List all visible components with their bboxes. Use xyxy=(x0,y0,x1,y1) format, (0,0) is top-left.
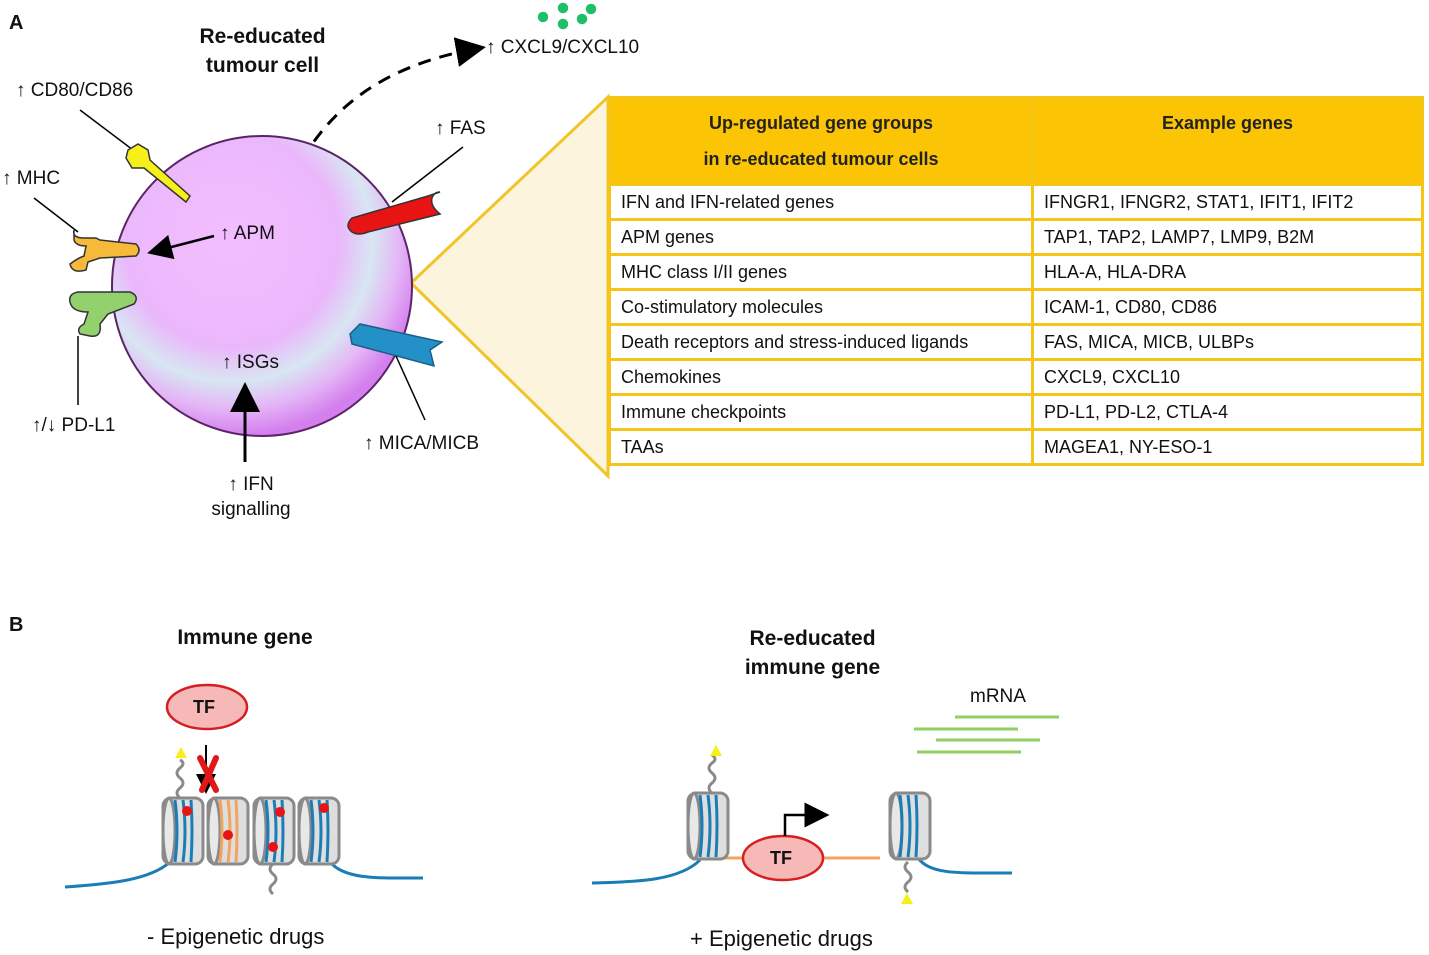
chemokine-dots xyxy=(536,1,598,31)
tf-label-right: TF xyxy=(770,848,792,868)
cell-genes: HLA-A, HLA-DRA xyxy=(1031,253,1424,291)
histone-tail xyxy=(268,862,278,896)
cell-genes: TAP1, TAP2, LAMP7, LMP9, B2M xyxy=(1031,218,1424,256)
panel-b-letter: B xyxy=(9,614,24,636)
tf-blob-right xyxy=(741,834,825,882)
cell-group: IFN and IFN-related genes xyxy=(608,183,1034,221)
block-x-icon xyxy=(197,755,219,793)
cell-group: Immune checkpoints xyxy=(608,393,1034,431)
tf-blob-left xyxy=(165,683,249,731)
cell-genes: MAGEA1, NY-ESO-1 xyxy=(1031,428,1424,466)
chemokine-dot xyxy=(536,10,550,24)
cell-group: Co-stimulatory molecules xyxy=(608,288,1034,326)
label-ifn-line2: signalling xyxy=(211,499,291,520)
histone-tail xyxy=(903,860,913,894)
cell-nucleus xyxy=(142,162,322,338)
label-isgs: ↑ ISGs xyxy=(222,352,280,373)
cell-title-line1: Re-educated xyxy=(199,25,326,48)
pdl1-receptor-icon xyxy=(68,291,137,337)
label-apm: ↑ APM xyxy=(220,223,275,244)
dna-strand-left xyxy=(64,860,172,889)
cell-title: Re-educated tumour cell xyxy=(160,22,365,80)
transcription-start-arrow xyxy=(783,802,830,836)
methyl-mark xyxy=(275,807,285,817)
nucleosome-open xyxy=(206,796,250,866)
dna-strand-right xyxy=(916,857,1013,875)
table-row: Death receptors and stress-induced ligan… xyxy=(608,323,1424,361)
cell-title-line2: tumour cell xyxy=(205,54,320,77)
nucleosome xyxy=(252,796,296,866)
label-cd80-cd86: ↑ CD80/CD86 xyxy=(16,80,134,101)
chemokine-dot xyxy=(584,2,598,16)
methyl-mark xyxy=(182,806,192,816)
label-pdl1: ↑/↓ PD-L1 xyxy=(32,415,116,436)
immune-gene-title: Immune gene xyxy=(177,626,313,649)
cell-group: Death receptors and stress-induced ligan… xyxy=(608,323,1034,361)
cell-group: APM genes xyxy=(608,218,1034,256)
label-ifn-line1: ↑ IFN xyxy=(228,474,274,495)
cell-genes: PD-L1, PD-L2, CTLA-4 xyxy=(1031,393,1424,431)
chemokine-dot xyxy=(575,12,589,26)
reeducated-title-line1: Re-educated xyxy=(749,627,876,650)
dna-strand-left xyxy=(591,858,702,885)
gene-groups-table: Up-regulated gene groups in re-educated … xyxy=(608,96,1424,466)
chemokine-dot xyxy=(556,1,570,15)
mrna-strands xyxy=(914,715,1059,754)
mhc-receptor-icon xyxy=(69,229,140,272)
cell-group: Chemokines xyxy=(608,358,1034,396)
label-fas: ↑ FAS xyxy=(435,118,486,139)
tf-label-left: TF xyxy=(193,697,215,717)
label-mhc: ↑ MHC xyxy=(2,168,61,189)
secretion-arrow xyxy=(300,37,486,161)
reeducated-gene-title: Re-educated immune gene xyxy=(700,624,925,682)
acetyl-mark xyxy=(901,893,913,904)
table-header-example-genes: Example genes xyxy=(1031,96,1424,186)
nucleosome xyxy=(161,796,205,866)
mica-micb-receptor-icon xyxy=(349,323,444,368)
reeducated-title-line2: immune gene xyxy=(744,656,881,679)
cell-genes: IFNGR1, IFNGR2, STAT1, IFIT1, IFIT2 xyxy=(1031,183,1424,221)
histone-tail xyxy=(707,753,717,795)
label-ifn-signalling: ↑ IFN signalling xyxy=(208,472,294,522)
label-cxcl: ↑ CXCL9/CXCL10 xyxy=(486,37,640,58)
apm-arrow xyxy=(147,234,215,260)
header-line1: Up-regulated gene groups xyxy=(708,113,933,133)
dna-strand-right xyxy=(328,860,424,880)
chemokine-dot xyxy=(556,17,570,31)
nucleosome xyxy=(297,796,341,866)
label-mica-micb: ↑ MICA/MICB xyxy=(364,433,480,454)
table-header-gene-groups: Up-regulated gene groups in re-educated … xyxy=(608,96,1034,186)
table-header-row: Up-regulated gene groups in re-educated … xyxy=(608,96,1424,186)
fas-receptor-icon xyxy=(347,191,442,235)
acetyl-mark xyxy=(175,747,187,758)
methyl-mark xyxy=(223,830,233,840)
methyl-mark xyxy=(319,803,329,813)
nucleosome xyxy=(888,791,932,861)
cell-genes: ICAM-1, CD80, CD86 xyxy=(1031,288,1424,326)
cell-genes: CXCL9, CXCL10 xyxy=(1031,358,1424,396)
caption-minus-drugs: - Epigenetic drugs xyxy=(147,924,325,949)
methyl-mark xyxy=(268,842,278,852)
acetyl-mark xyxy=(710,745,722,756)
header-line2: in re-educated tumour cells xyxy=(703,149,939,169)
caption-plus-drugs: + Epigenetic drugs xyxy=(690,926,873,951)
cell-group: MHC class I/II genes xyxy=(608,253,1034,291)
histone-tail xyxy=(175,758,185,800)
panel-a-letter: A xyxy=(9,12,24,34)
cell-group: TAAs xyxy=(608,428,1034,466)
cd80-receptor-icon xyxy=(125,143,191,204)
cell-genes: FAS, MICA, MICB, ULBPs xyxy=(1031,323,1424,361)
nucleosome xyxy=(686,791,730,861)
mrna-label: mRNA xyxy=(970,686,1026,707)
